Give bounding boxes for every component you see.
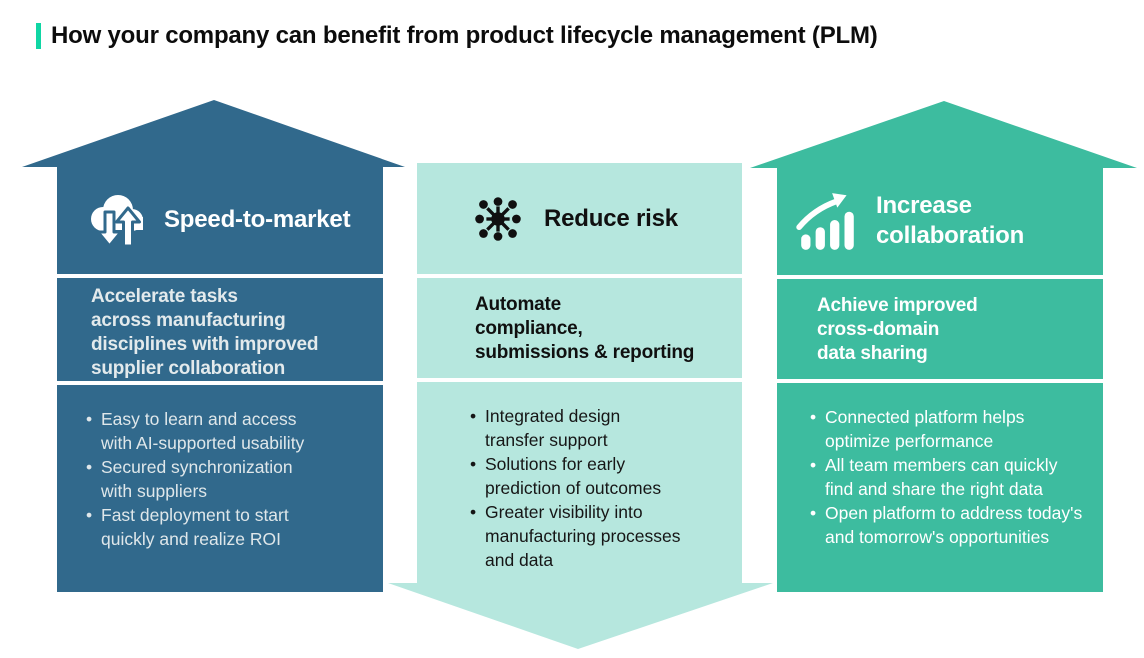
bullet-icon: • [470,454,477,474]
list-item-text: Integrated design transfer support [485,406,621,450]
list-item-text: Fast deployment to start quickly and rea… [101,505,289,549]
collab-column-up-arrowhead [750,101,1137,168]
list-item-text: Solutions for early prediction of outcom… [485,454,662,498]
column-reduce-risk: Reduce risk Automate compliance, submiss… [417,163,742,583]
list-item-text: Open platform to address today's and tom… [825,503,1083,547]
separator-line [417,378,742,382]
list-item: • Fast deployment to start quickly and r… [86,503,383,551]
collab-column-subtitle: Achieve improved cross-domain data shari… [817,295,978,364]
title-accent-bar [36,23,41,49]
separator-line [417,274,742,278]
speed-column-title: Speed-to-market [164,206,351,233]
cloud-sync-arrows-icon [91,195,143,248]
list-item-text: All team members can quickly find and sh… [825,455,1058,499]
bullet-icon: • [810,407,817,427]
list-item-text: Connected platform helps optimize perfor… [825,407,1025,451]
list-item-text: Easy to learn and access with AI-support… [101,409,305,453]
bullet-icon: • [810,455,817,475]
speed-column-header: Speed-to-market [57,166,383,274]
collab-column-title: Increase collaboration [876,192,1025,249]
risk-column-subtitle: Automate compliance, submissions & repor… [475,294,695,363]
list-item: • Open platform to address today's and t… [810,501,1103,549]
list-item: • Greater visibility into manufacturing … [470,500,742,572]
speed-column-bullet-list: • Easy to learn and access with AI-suppo… [57,385,383,592]
risk-column-title: Reduce risk [544,204,678,232]
collab-column-bullet-list: • Connected platform helps optimize perf… [777,383,1103,592]
bullet-icon: • [86,457,93,477]
risk-column-bullet-list: • Integrated design transfer support • S… [417,382,742,583]
list-item: • Connected platform helps optimize perf… [810,405,1103,453]
bullet-icon: • [810,503,817,523]
page-title: How your company can benefit from produc… [51,22,878,49]
list-item-text: Secured synchronization with suppliers [101,457,293,501]
column-speed-to-market: Speed-to-market Accelerate tasks across … [57,166,383,592]
speed-column-subtitle: Accelerate tasks across manufacturing di… [91,286,319,379]
speed-column-up-arrowhead [22,100,405,167]
list-item: • Secured synchronization with suppliers [86,455,383,503]
page-header: How your company can benefit from produc… [36,22,878,50]
separator-line [57,381,383,385]
hub-network-icon [475,196,521,241]
separator-line [57,274,383,278]
bullet-icon: • [86,409,93,429]
list-item: • Easy to learn and access with AI-suppo… [86,407,383,455]
separator-line [777,379,1103,383]
collab-column-header: Increase collaboration [777,167,1103,275]
list-item: • Solutions for early prediction of outc… [470,452,742,500]
risk-column-down-arrowhead [388,583,773,649]
list-item: • Integrated design transfer support [470,404,742,452]
bullet-icon: • [470,502,477,522]
separator-line [777,275,1103,279]
list-item-text: Greater visibility into manufacturing pr… [485,502,681,570]
bullet-icon: • [86,505,93,525]
risk-column-header: Reduce risk [417,163,742,274]
growth-chart-arrow-icon [796,193,854,250]
list-item: • All team members can quickly find and … [810,453,1103,501]
bullet-icon: • [470,406,477,426]
column-increase-collaboration: Increase collaboration Achieve improved … [777,167,1103,592]
